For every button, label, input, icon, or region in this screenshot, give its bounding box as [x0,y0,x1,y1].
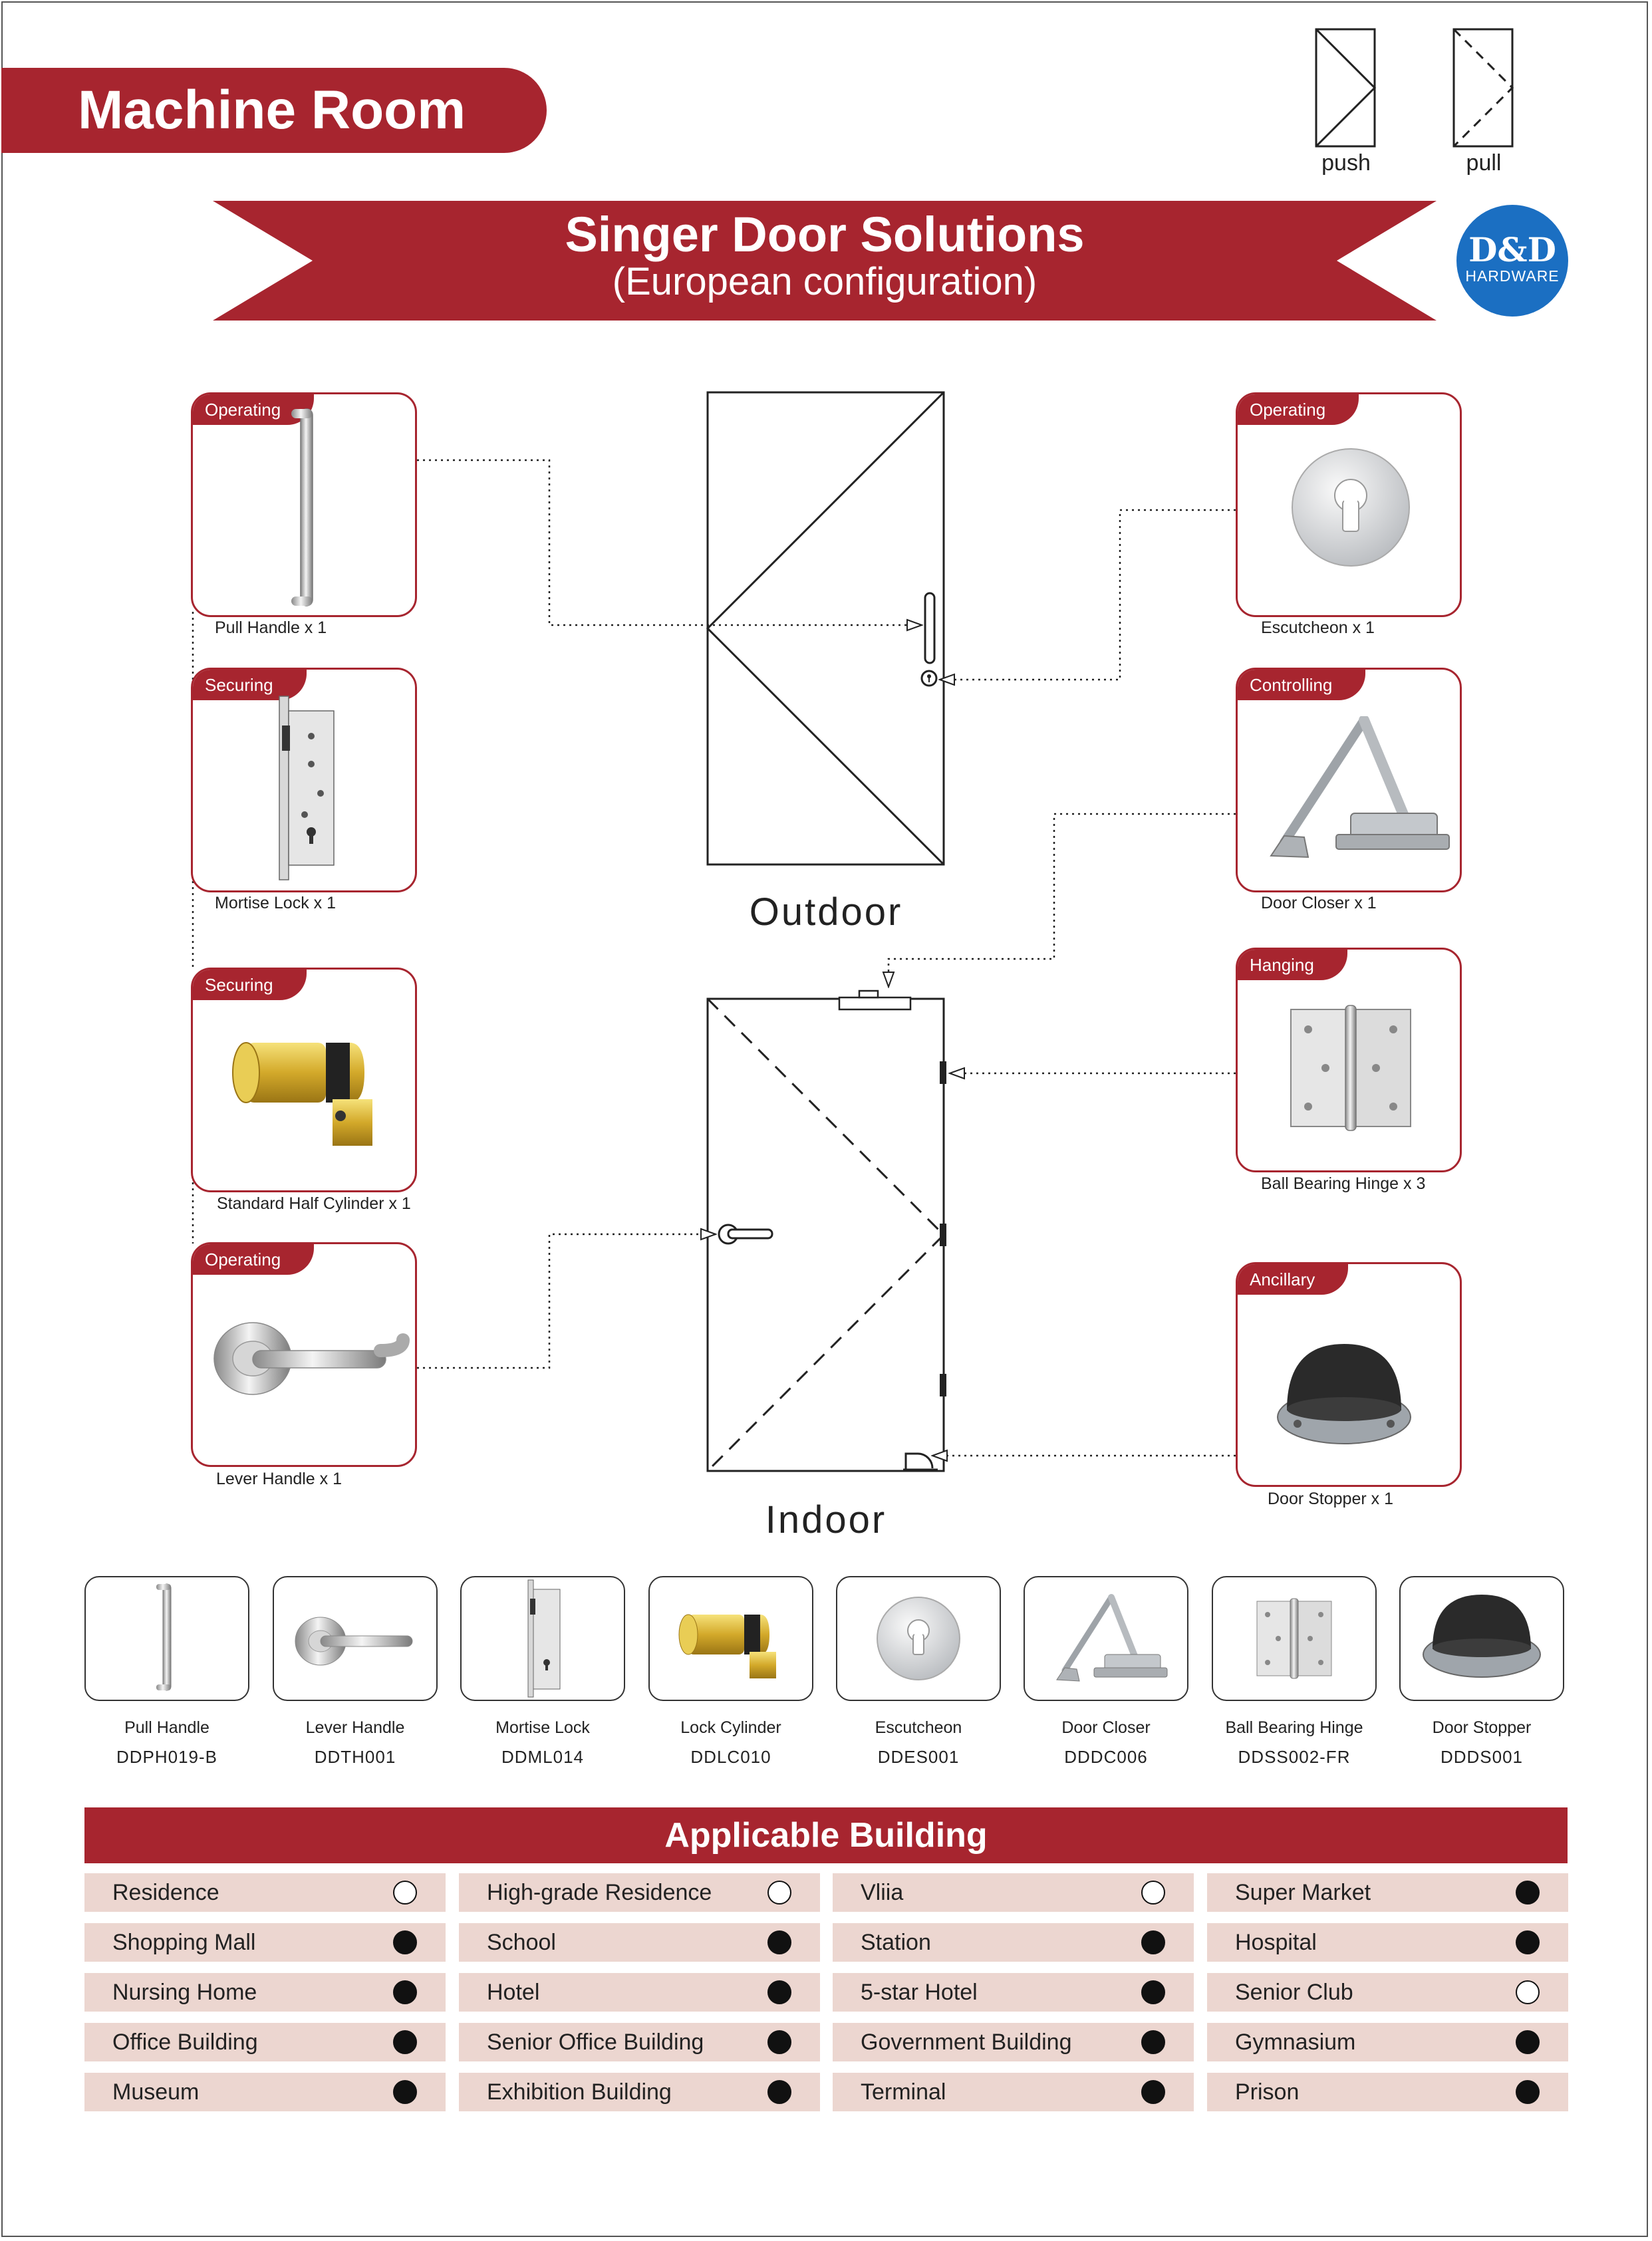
card-escutcheon[interactable]: Operating [1236,392,1462,617]
card-half-cylinder[interactable]: Securing [191,968,417,1192]
product-name: Ball Bearing Hinge [1225,1718,1363,1737]
banner-ribbon [213,201,1437,321]
product-name: Escutcheon [875,1718,962,1737]
card-caption: Escutcheon x 1 [1261,618,1375,637]
product-door-closer[interactable] [1024,1576,1188,1701]
card-caption: Standard Half Cylinder x 1 [217,1194,411,1213]
product-lever-handle[interactable] [273,1576,438,1701]
lever-handle-icon [213,1322,410,1395]
product-code: DDES001 [877,1747,960,1767]
lock-cylinder-icon [232,1042,372,1146]
pull-handle-icon [156,1583,172,1691]
applicable-building-header: Applicable Building [84,1807,1568,1863]
pull-icon [1452,28,1514,148]
door-closer-icon [1056,1594,1168,1682]
hinge-icon [1290,1005,1411,1131]
push-pull-legend [1315,28,1514,148]
card-caption: Lever Handle x 1 [216,1470,343,1488]
product-name: Door Closer [1061,1718,1151,1737]
lock-cylinder-icon [678,1614,776,1678]
hinge-icon [1256,1598,1332,1679]
push-icon [1315,28,1377,148]
product-lock-cylinder[interactable] [648,1576,813,1701]
banner-title: Singer Door Solutions [565,207,1085,262]
mortise-lock-icon [279,696,335,880]
card-category-tag: Controlling [1238,670,1366,700]
product-hinge[interactable] [1212,1576,1377,1701]
hinge-top-icon [940,1061,946,1084]
product-name: Mortise Lock [495,1718,590,1737]
card-category-tag: Hanging [1238,950,1347,980]
card-caption: Ball Bearing Hinge x 3 [1261,1174,1426,1193]
brand-logo: D&D HARDWARE [1456,205,1568,317]
card-pull-handle[interactable]: Operating [191,392,417,617]
indoor-stopper-icon [903,1452,938,1471]
outdoor-label: Outdoor [749,890,903,934]
door-stopper-icon [1277,1344,1411,1444]
hinge-middle-icon [940,1224,946,1246]
logo-main-text: D&D [1468,230,1556,269]
card-caption: Door Closer x 1 [1261,894,1377,912]
escutcheon-icon [877,1597,960,1680]
escutcheon-icon [1292,448,1410,567]
product-door-stopper[interactable] [1399,1576,1564,1701]
product-name: Lever Handle [305,1718,405,1737]
card-caption: Pull Handle x 1 [215,618,327,637]
outdoor-door [706,391,945,866]
product-code: DDPH019-B [116,1747,218,1767]
product-code: DDTH001 [314,1747,396,1767]
product-escutcheon[interactable] [836,1576,1001,1701]
hinge-bottom-icon [940,1374,946,1396]
indoor-door [706,989,946,1472]
card-door-stopper[interactable]: Ancillary [1236,1262,1462,1487]
product-mortise-lock[interactable] [460,1576,625,1701]
product-code: DDDC006 [1064,1747,1148,1767]
product-code: DDDS001 [1440,1747,1524,1767]
card-category-tag: Operating [1238,394,1359,425]
page-title: Machine Room [1,68,547,153]
logo-sub-text: HARDWARE [1465,267,1560,285]
door-stopper-icon [1423,1595,1541,1678]
mortise-lock-icon [527,1579,561,1698]
banner-subtitle: (European configuration) [612,260,1037,303]
product-name: Pull Handle [124,1718,209,1737]
pull-handle-icon [291,408,313,606]
card-lever-handle[interactable]: Operating [191,1242,417,1467]
card-caption: Mortise Lock x 1 [215,894,337,912]
card-category-tag: Ancillary [1238,1264,1349,1295]
card-category-tag: Securing [193,670,307,700]
card-category-tag: Securing [193,970,307,1000]
lever-handle-icon [295,1617,413,1666]
product-name: Door Stopper [1432,1718,1532,1737]
indoor-lever-handle-icon [718,1224,773,1245]
product-code: DDSS002-FR [1238,1747,1351,1767]
card-mortise-lock[interactable]: Securing [191,668,417,892]
product-name: Lock Cylinder [680,1718,781,1737]
card-hinge[interactable]: Hanging [1236,948,1462,1172]
product-code: DDML014 [501,1747,585,1767]
outdoor-pull-handle-icon [924,592,936,664]
card-category-tag: Operating [193,1244,315,1275]
outdoor-cylinder-icon [920,670,938,687]
product-code: DDLC010 [690,1747,771,1767]
product-pull-handle[interactable] [84,1576,249,1701]
door-closer-icon [1270,716,1450,858]
card-door-closer[interactable]: Controlling [1236,668,1462,892]
card-caption: Door Stopper x 1 [1268,1490,1393,1508]
pull-label: pull [1466,150,1502,176]
indoor-door-closer-icon [838,989,912,1011]
indoor-label: Indoor [765,1498,887,1541]
push-label: push [1321,150,1371,176]
